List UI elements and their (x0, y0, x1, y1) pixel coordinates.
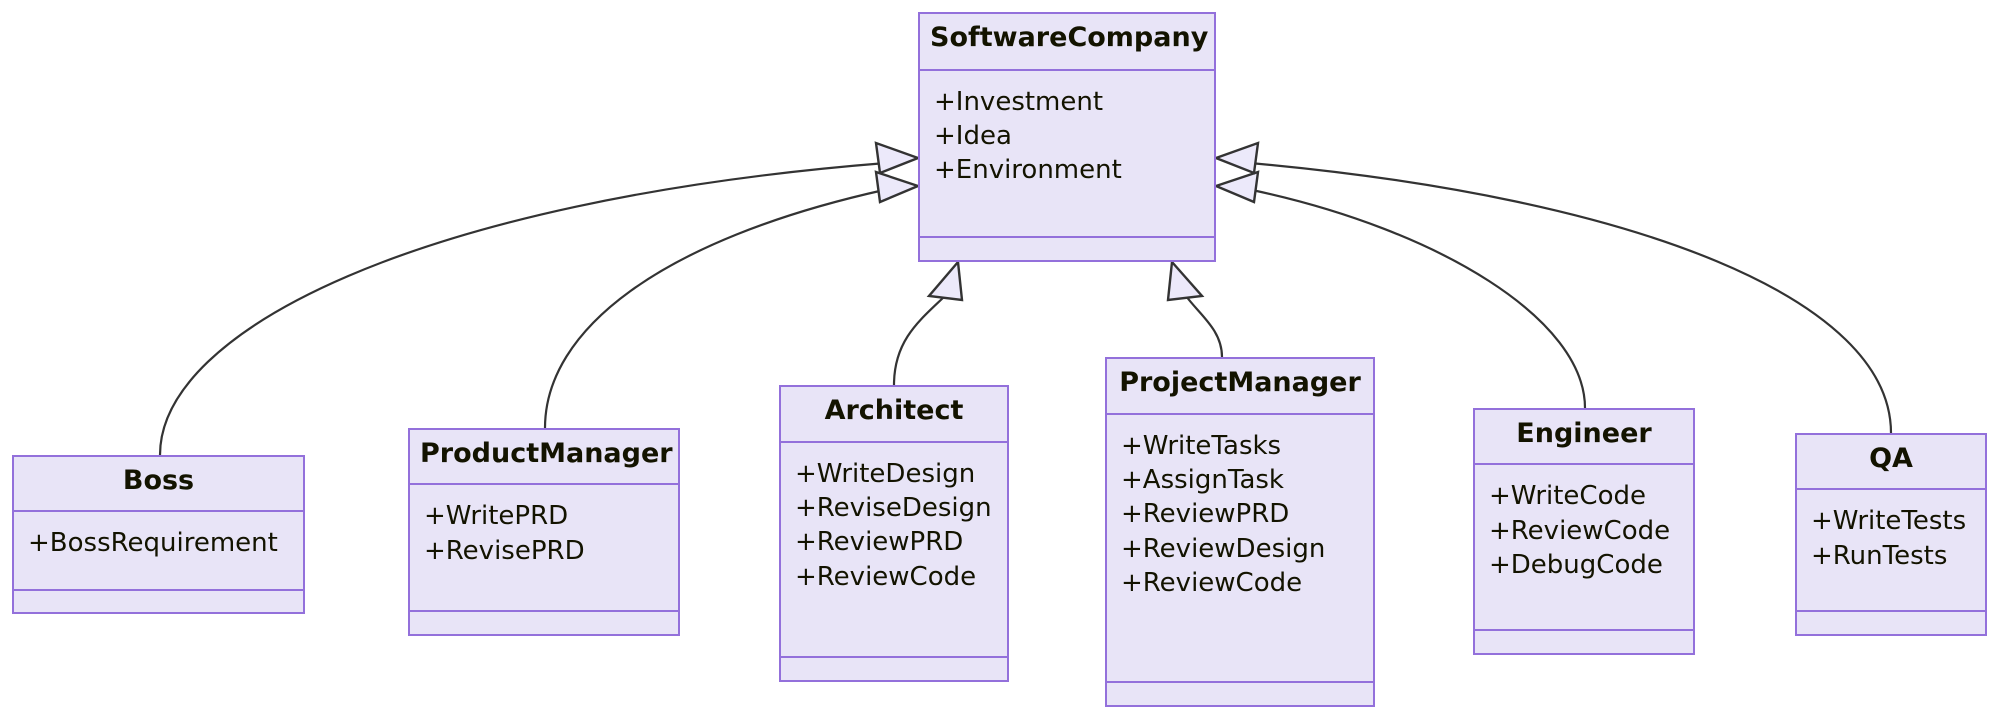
member-item: +RevisePRD (424, 535, 585, 566)
class-node-boss[interactable]: Boss +BossRequirement (12, 455, 305, 614)
member-item: +WriteTasks (1121, 430, 1282, 461)
class-node-software-company[interactable]: SoftwareCompany +Investment +Idea +Envir… (918, 12, 1216, 262)
edge-architect-to-softwarecompany (892, 259, 964, 386)
member-item: +WritePRD (424, 501, 569, 532)
member-item: +Idea (934, 120, 1012, 151)
class-methods-product-manager (410, 612, 678, 634)
member-item: +Investment (934, 86, 1104, 117)
class-members-boss: +BossRequirement (14, 512, 303, 591)
class-members-software-company: +Investment +Idea +Environment (920, 71, 1214, 239)
class-methods-engineer (1475, 631, 1693, 653)
member-item: +ReviewDesign (1121, 533, 1326, 564)
member-item: +Environment (934, 155, 1122, 186)
member-item: +ReviewCode (1121, 567, 1303, 598)
class-title-boss: Boss (14, 457, 303, 512)
class-node-qa[interactable]: QA +WriteTests +RunTests (1795, 433, 1987, 636)
class-members-product-manager: +WritePRD +RevisePRD (410, 485, 678, 613)
class-methods-qa (1797, 612, 1985, 634)
class-methods-architect (781, 658, 1007, 680)
member-item: +ReviewCode (795, 561, 977, 592)
member-item: +ReviewCode (1489, 515, 1671, 546)
member-item: +AssignTask (1121, 464, 1284, 495)
member-item: +WriteDesign (795, 458, 976, 489)
member-item: +BossRequirement (28, 528, 278, 558)
class-members-qa: +WriteTests +RunTests (1797, 490, 1985, 613)
class-title-project-manager: ProjectManager (1107, 359, 1373, 415)
class-methods-project-manager (1107, 683, 1373, 705)
class-members-project-manager: +WriteTasks +AssignTask +ReviewPRD +Revi… (1107, 415, 1373, 684)
member-item: +DebugCode (1489, 550, 1663, 581)
class-title-product-manager: ProductManager (410, 430, 678, 486)
class-title-software-company: SoftwareCompany (920, 14, 1214, 71)
member-item: +RunTests (1811, 540, 1948, 571)
member-item: +WriteCode (1489, 481, 1646, 512)
class-title-architect: Architect (781, 387, 1007, 443)
member-item: +ReviseDesign (795, 492, 992, 523)
member-item: +ReviewPRD (795, 527, 964, 558)
class-members-engineer: +WriteCode +ReviewCode +DebugCode (1475, 465, 1693, 632)
member-item: +WriteTests (1811, 506, 1967, 537)
class-node-project-manager[interactable]: ProjectManager +WriteTasks +AssignTask +… (1105, 357, 1375, 707)
edge-projectmanager-to-softwarecompany (1166, 259, 1224, 358)
class-title-qa: QA (1797, 435, 1985, 491)
class-methods-boss (14, 591, 303, 612)
class-node-product-manager[interactable]: ProductManager +WritePRD +RevisePRD (408, 428, 680, 636)
class-node-architect[interactable]: Architect +WriteDesign +ReviseDesign +Re… (779, 385, 1009, 682)
class-members-architect: +WriteDesign +ReviseDesign +ReviewPRD +R… (781, 443, 1007, 659)
class-title-engineer: Engineer (1475, 410, 1693, 466)
class-methods-software-company (920, 238, 1214, 260)
member-item: +ReviewPRD (1121, 499, 1290, 530)
class-node-engineer[interactable]: Engineer +WriteCode +ReviewCode +DebugCo… (1473, 408, 1695, 655)
